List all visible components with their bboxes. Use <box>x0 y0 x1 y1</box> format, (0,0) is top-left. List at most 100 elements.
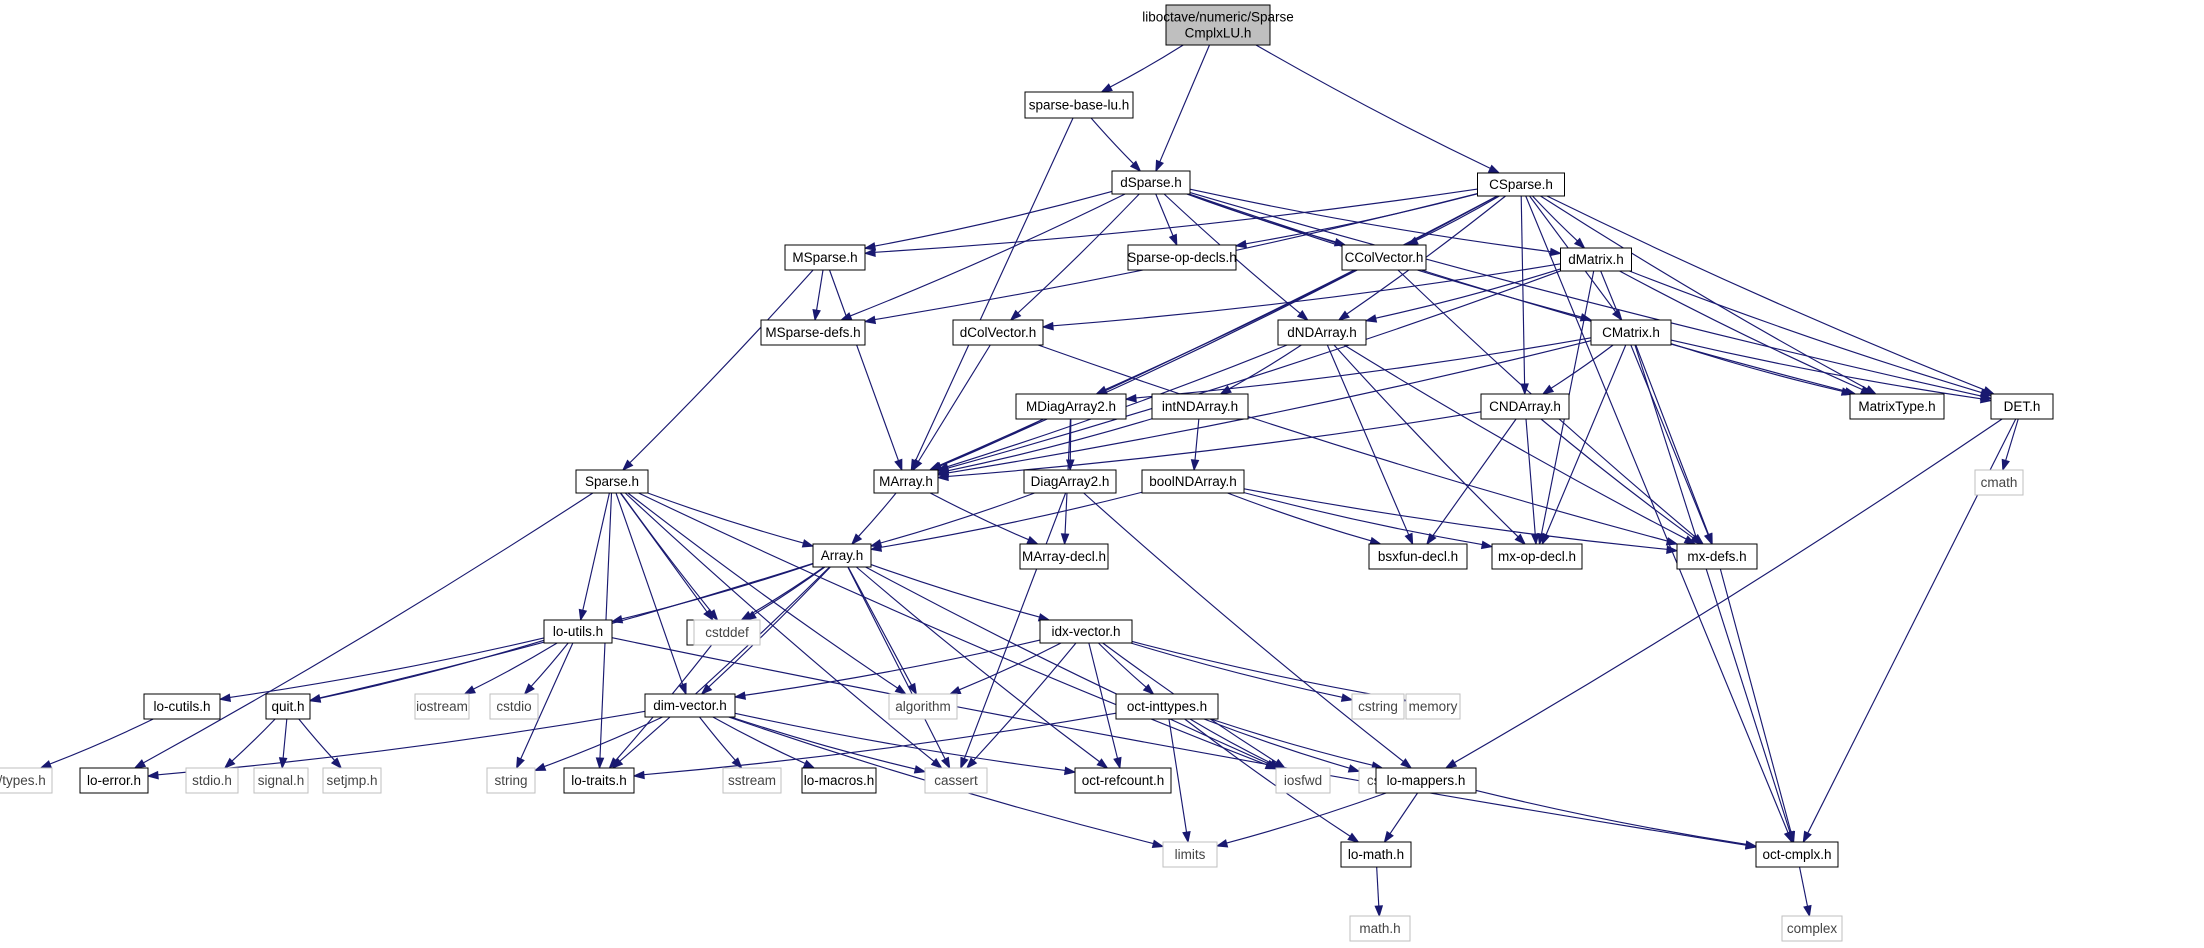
arrowhead <box>218 693 232 703</box>
node-oct_refcount[interactable]: oct-refcount.h <box>1074 767 1172 794</box>
node-box <box>812 543 872 568</box>
node-label: oct-inttypes.h <box>1127 699 1207 714</box>
node-setjmp: setjmp.h <box>322 767 382 794</box>
arrowhead <box>578 608 588 622</box>
edge-line <box>1131 640 1397 700</box>
arrowhead <box>1347 764 1361 773</box>
edge-CNDArray-to-bsxfun_decl <box>1426 418 1517 546</box>
edge-root-to-sparse_base_lu <box>1100 44 1184 93</box>
node-lo_utils[interactable]: lo-utils.h <box>543 619 613 644</box>
node-box <box>1340 841 1412 868</box>
node-label: dNDArray.h <box>1287 325 1357 340</box>
node-CColVector[interactable]: CColVector.h <box>1341 244 1427 271</box>
node-MSparse_defs[interactable]: MSparse-defs.h <box>760 319 866 346</box>
edge-MArray-to-MArray_decl <box>929 492 1040 545</box>
edge-line <box>1375 268 1561 319</box>
node-lo_cutils[interactable]: lo-cutils.h <box>143 693 221 720</box>
node-MArray_decl[interactable]: MArray-decl.h <box>1019 543 1109 570</box>
edge-Array-to-dim_vector <box>700 566 831 696</box>
node-label: liboctave/numeric/Sparse <box>1142 10 1294 25</box>
edge-line <box>1159 44 1211 163</box>
node-quit[interactable]: quit.h <box>265 693 311 720</box>
edge-line <box>620 492 712 613</box>
node-lo_macros[interactable]: lo-macros.h <box>801 767 877 794</box>
arrowhead <box>1549 247 1562 257</box>
node-dim_vector[interactable]: dim-vector.h <box>644 693 736 718</box>
node-dColVector[interactable]: dColVector.h <box>952 319 1044 346</box>
node-label: lo-macros.h <box>804 773 875 788</box>
edge-lo_mappers-to-oct_cmplx <box>1475 789 1758 849</box>
node-mx_defs[interactable]: mx-defs.h <box>1676 543 1758 570</box>
node-box <box>185 767 239 794</box>
node-idx_vector[interactable]: idx-vector.h <box>1039 619 1133 644</box>
node-Sparse_op_decls[interactable]: Sparse-op-decls.h <box>1127 244 1237 271</box>
edge-intNDArray-to-boolNDArray <box>1190 418 1200 472</box>
node-box <box>1375 767 1477 794</box>
node-box <box>760 319 866 346</box>
edge-line <box>1189 718 1272 764</box>
edge-line <box>730 716 916 770</box>
node-oct_cmplx[interactable]: oct-cmplx.h <box>1755 841 1839 868</box>
node-box <box>1560 247 1632 272</box>
arrowhead <box>39 760 53 769</box>
edge-line <box>828 269 899 461</box>
edge-boolNDArray-to-bsxfun_decl <box>1227 492 1382 546</box>
node-lo_math[interactable]: lo-math.h <box>1340 841 1412 868</box>
edge-line <box>1670 339 1982 400</box>
arrowhead <box>1113 756 1122 770</box>
node-MSparse[interactable]: MSparse.h <box>784 244 866 271</box>
node-dSparse[interactable]: dSparse.h <box>1111 170 1191 195</box>
edge-line <box>1719 568 1792 833</box>
arrowhead <box>1041 321 1054 331</box>
edge-line <box>544 716 663 768</box>
node-lo_traits[interactable]: lo-traits.h <box>563 767 635 794</box>
arrowhead <box>863 315 877 325</box>
node-label: Sparse.h <box>585 474 639 489</box>
edge-CMatrix-to-MDiagArray2 <box>1124 337 1592 403</box>
node-label: Array.h <box>821 548 864 563</box>
edge-line <box>582 492 610 611</box>
node-bsxfun_decl[interactable]: bsxfun-decl.h <box>1368 543 1468 570</box>
node-box <box>693 619 761 646</box>
node-dNDArray[interactable]: dNDArray.h <box>1277 319 1367 346</box>
node-box <box>1162 841 1218 868</box>
node-MArray[interactable]: MArray.h <box>873 469 939 494</box>
node-CNDArray[interactable]: CNDArray.h <box>1480 393 1570 420</box>
node-sparse_base_lu[interactable]: sparse-base-lu.h <box>1024 91 1134 119</box>
node-DET[interactable]: DET.h <box>1990 393 2054 420</box>
node-label: string <box>494 773 527 788</box>
node-box <box>952 319 1044 346</box>
node-Array[interactable]: Array.h <box>812 543 872 568</box>
node-intNDArray[interactable]: intNDArray.h <box>1151 393 1249 420</box>
node-lo_mappers[interactable]: lo-mappers.h <box>1375 767 1477 794</box>
arrowhead <box>1514 533 1527 546</box>
edge-line <box>865 566 1269 765</box>
edge-lo_mappers-to-limits <box>1215 792 1387 848</box>
node-CSparse[interactable]: CSparse.h <box>1477 172 1565 197</box>
edge-line <box>520 642 574 760</box>
edge-line <box>1798 866 1809 907</box>
node-mx_op_decl[interactable]: mx-op-decl.h <box>1491 543 1583 570</box>
node-boolNDArray[interactable]: boolNDArray.h <box>1141 469 1245 494</box>
edge-dMatrix-to-dColVector <box>1041 263 1561 331</box>
node-Sparse[interactable]: Sparse.h <box>575 469 649 494</box>
node-box <box>644 693 736 718</box>
node-dMatrix[interactable]: dMatrix.h <box>1560 247 1632 272</box>
arrowhead <box>802 759 816 769</box>
edge-line <box>1532 195 1578 242</box>
node-label: stdio.h <box>192 773 232 788</box>
node-box <box>1974 469 2024 496</box>
node-MDiagArray2[interactable]: MDiagArray2.h <box>1015 393 1127 420</box>
node-lo_error[interactable]: lo-error.h <box>79 767 149 794</box>
arrowhead <box>869 543 883 552</box>
node-oct_inttypes[interactable]: oct-inttypes.h <box>1115 693 1219 720</box>
arrowhead <box>1786 830 1796 844</box>
node-MatrixType[interactable]: MatrixType.h <box>1849 393 1945 420</box>
node-DiagArray2[interactable]: DiagArray2.h <box>1023 469 1117 494</box>
node-box <box>1111 170 1191 195</box>
arrowhead <box>894 684 907 695</box>
edge-dMatrix-to-DET <box>1629 270 1993 397</box>
node-CMatrix[interactable]: CMatrix.h <box>1590 319 1672 346</box>
node-label: oct-cmplx.h <box>1762 847 1831 862</box>
